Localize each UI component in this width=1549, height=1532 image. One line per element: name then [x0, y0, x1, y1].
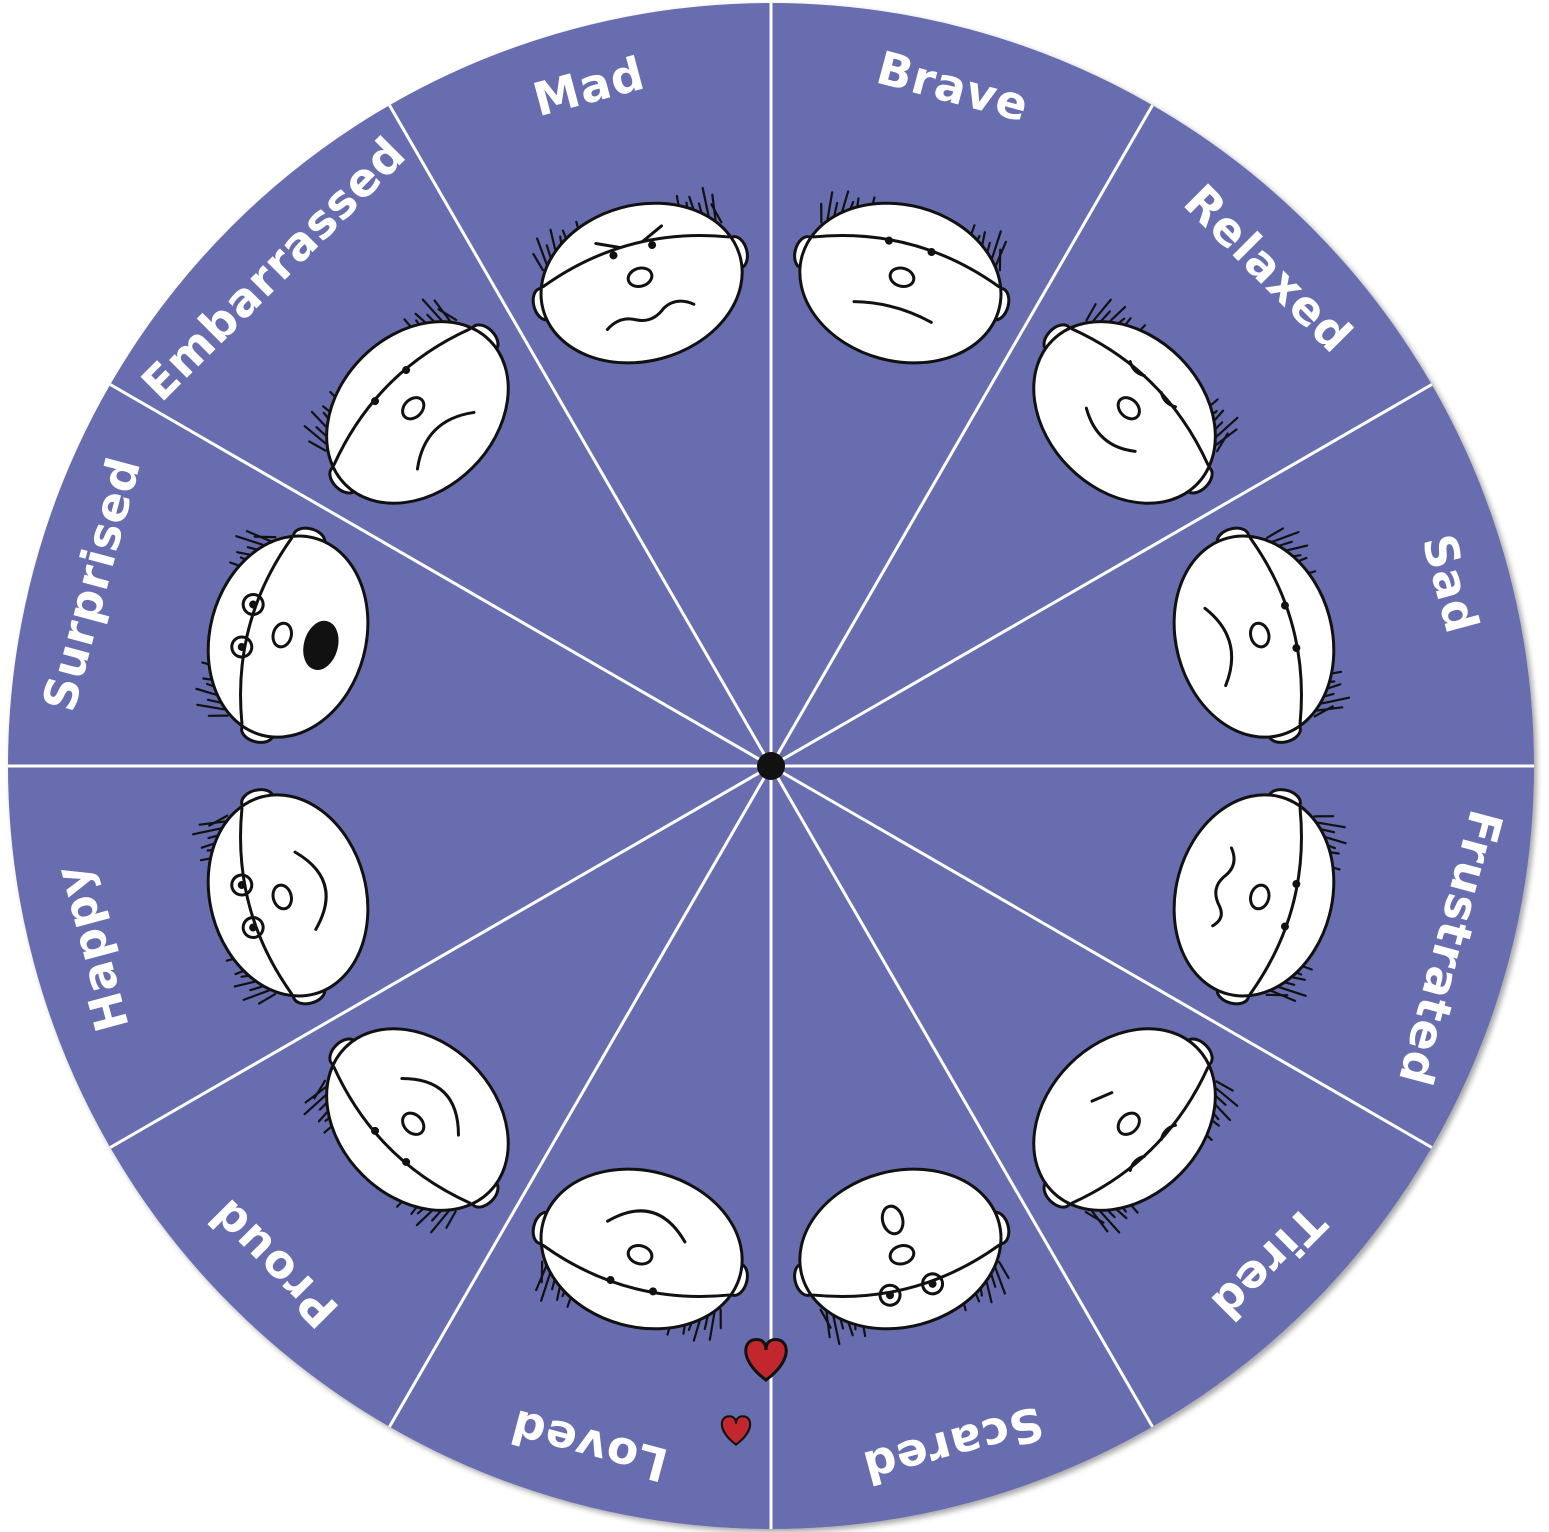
wheel-hub [757, 752, 785, 780]
